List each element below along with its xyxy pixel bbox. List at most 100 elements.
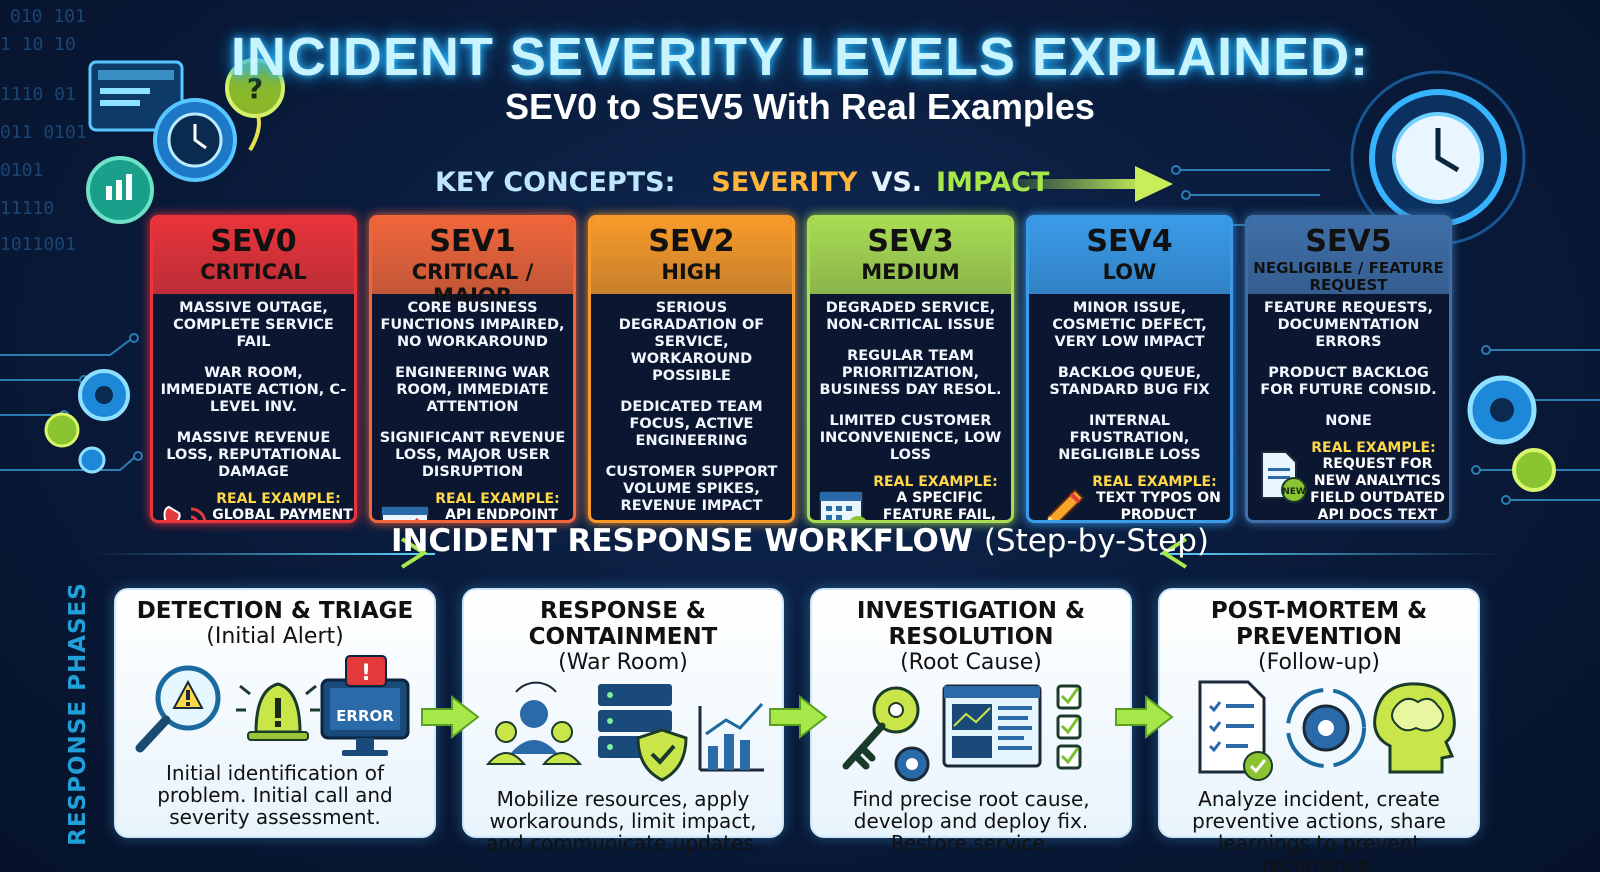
page-title: INCIDENT SEVERITY LEVELS EXPLAINED: [230,27,1370,87]
response-phases-text: RESPONSE PHASES [65,582,91,846]
left-gears-icon [44,369,130,474]
example-text: A SPECIFIC FEATURE FAIL, LIKE MOBILE PUS… [882,490,997,523]
checklist-document-icon [1198,680,1273,781]
example-label: REAL EXAMPLE: [1311,440,1436,456]
example-text: API ENDPOINT FAIL FOR USER LOGIN (ALL US… [445,507,558,523]
error-monitor-icon: ! ERROR [320,655,410,756]
arrow-right-icon [995,166,1173,202]
severity-body: SERIOUS DEGRADATION OF SERVICE, WORKAROU… [591,294,792,515]
pencil-icon [1035,482,1091,520]
severity-description: DEGRADED SERVICE, NON-CRITICAL ISSUE [825,300,996,333]
bell-icon [236,682,320,741]
response-phases-label: RESPONSE PHASES [48,582,108,846]
severity-description: MINOR ISSUE, COSMETIC DEFECT, VERY LOW I… [1052,300,1207,350]
phase-subtitle: (War Room) [558,650,688,675]
severity-response: DEDICATED TEAM FOCUS, ACTIVE ENGINEERING [620,399,763,449]
severity-code: SEV4 [1086,224,1173,259]
arrow-right-icon [1115,695,1174,739]
severity-response: REGULAR TEAM PRIORITIZATION, BUSINESS DA… [819,348,1002,398]
right-gears-icon [1467,375,1556,492]
severity-level: HIGH [661,260,722,284]
phase-title: DETECTION & TRIAGE [136,598,414,624]
severity-code: SEV5 [1305,224,1392,259]
svg-text:010 101: 010 101 [10,6,86,27]
phase-subtitle: (Initial Alert) [206,624,344,649]
severity-impact: MASSIVE REVENUE LOSS, REPUTATIONAL DAMAG… [166,430,341,480]
severity-impact: INTERNAL FRUSTRATION, NEGLIGIBLE LOSS [1058,413,1201,463]
example-label: REAL EXAMPLE: [435,491,560,507]
severity-response: WAR ROOM, IMMEDIATE ACTION, C-LEVEL INV. [160,365,347,415]
severity-body: CORE BUSINESS FUNCTIONS IMPAIRED, NO WOR… [372,294,573,481]
severity-level: MEDIUM [861,260,960,284]
key-concepts-severity: SEVERITY [711,166,858,198]
chevron-right-icon [400,537,428,569]
key-gear-icon [842,686,930,782]
phase-description: Initial identification of problem. Initi… [157,761,393,829]
key-concepts-label: KEY CONCEPTS: [435,166,676,198]
severity-response: ENGINEERING WAR ROOM, IMMEDIATE ATTENTIO… [395,365,550,415]
severity-impact: CUSTOMER SUPPORT VOLUME SPIKES, REVENUE … [605,464,778,514]
phase-card-postmortem: POST-MORTEM & PREVENTION (Follow-up) Ana… [1158,588,1480,872]
arrow-right-icon [769,695,828,739]
severity-description: SERIOUS DEGRADATION OF SERVICE, WORKAROU… [618,300,765,384]
svg-text:0101: 0101 [0,160,43,181]
severity-level: CRITICAL [200,260,307,284]
svg-text:NEW: NEW [1282,487,1306,497]
phase-card-investigation: INVESTIGATION & RESOLUTION (Root Cause) [810,588,1132,854]
phase-description: Analyze incident, create preventive acti… [1192,787,1446,872]
error-label: ERROR [336,707,394,725]
page-subtitle: SEV0 to SEV5 With Real Examples [505,86,1095,127]
severity-example: REAL EXAMPLE:GLOBAL PAYMENT GATEWAY FAIL… [153,491,354,523]
calendar-check-icon [816,482,872,520]
svg-text:11110: 11110 [0,198,54,219]
severity-description: CORE BUSINESS FUNCTIONS IMPAIRED, NO WOR… [380,300,565,350]
arrow-right-icon [421,695,480,739]
example-text: GLOBAL PAYMENT GATEWAY FAIL DURING PRIME… [212,507,353,523]
severity-body: MINOR ISSUE, COSMETIC DEFECT, VERY LOW I… [1029,294,1230,464]
severity-code: SEV2 [648,224,735,259]
severity-description: MASSIVE OUTAGE, COMPLETE SERVICE FAIL [173,300,334,350]
code-window-icon [942,684,1042,768]
workflow-title-text: INCIDENT RESPONSE WORKFLOW [390,523,974,559]
severity-example: REAL EXAMPLE:TEXT TYPOS ON PRODUCT DESCR… [1029,474,1230,520]
severity-body: DEGRADED SERVICE, NON-CRITICAL ISSUE REGU… [810,294,1011,464]
key-concepts-vs: VS. [871,166,923,198]
brain-head-icon [1373,682,1456,774]
svg-text:1011001: 1011001 [0,234,76,255]
severity-level: NEGLIGIBLE / FEATURE REQUEST [1253,259,1444,294]
example-label: REAL EXAMPLE: [873,474,998,490]
cycle-gear-icon [1286,688,1366,768]
server-shield-icon [598,684,688,782]
severity-response: BACKLOG QUEUE, STANDARD BUG FIX [1049,365,1210,398]
phase-description: Find precise root cause, develop and dep… [852,787,1090,855]
severity-code: SEV1 [429,224,516,259]
svg-text:!: ! [361,661,371,686]
magnifier-warning-icon [135,665,221,753]
severity-impact: LIMITED CUSTOMER INCONVENIENCE, LOW LOSS [819,413,1002,463]
browser-error-icon [378,499,434,520]
example-label: REAL EXAMPLE: [1092,474,1217,490]
checklist-icon [1056,684,1082,770]
phase-subtitle: (Root Cause) [900,650,1042,675]
severity-level: LOW [1102,260,1157,284]
phase-title: INVESTIGATION & RESOLUTION [856,598,1086,650]
phase-title: POST-MORTEM & PREVENTION [1210,598,1428,650]
workflow-title: INCIDENT RESPONSE WORKFLOW (Step-by-Step… [0,523,1600,559]
severity-example: REAL EXAMPLE:A SPECIFIC FEATURE FAIL, LI… [810,474,1011,523]
phone-icon [159,499,215,520]
workflow-title-suffix: (Step-by-Step) [983,523,1210,559]
severity-impact: NONE [1325,413,1372,429]
severity-example: REAL EXAMPLE:API ENDPOINT FAIL FOR USER … [372,491,573,523]
team-icon [485,681,583,765]
